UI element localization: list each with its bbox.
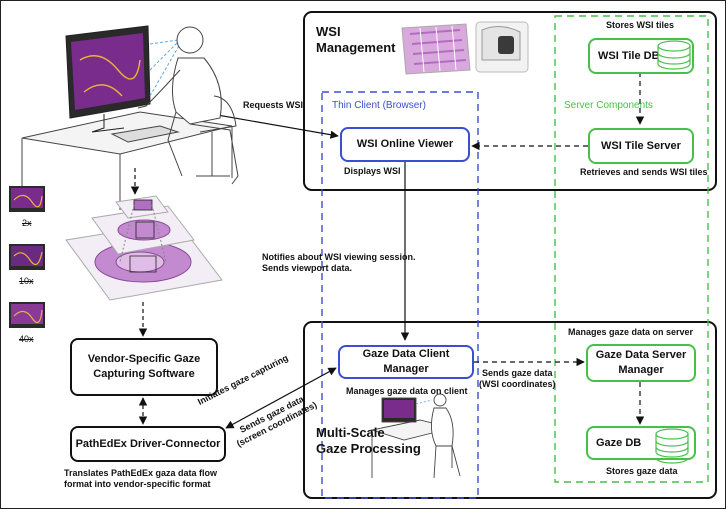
gaze-server-manager-box: Gaze Data Server Manager: [586, 344, 696, 382]
server-components-region: [554, 15, 709, 483]
requests-wsi-label: Requests WSI: [243, 100, 304, 110]
gaze-server-manager-label: Gaze Data Server Manager: [595, 349, 687, 376]
zoom-label-40x: 40x: [19, 334, 34, 344]
gaze-db-label: Gaze DB: [596, 436, 642, 449]
wsi-management-title: WSI Management: [316, 24, 396, 55]
displays-wsi-label: Displays WSI: [344, 166, 401, 176]
slide-pyramid-illustration: [65, 195, 223, 301]
notifies-label: Notifies about WSI viewing session. Send…: [262, 252, 416, 274]
stores-gaze-label: Stores gaze data: [606, 466, 678, 476]
manages-server-label: Manages gaze data on server: [568, 327, 694, 337]
gaze-client-manager-box: Gaze Data Client Manager: [338, 345, 474, 379]
sends-gaze-wsi-label: Sends gaze data (WSI coordinates): [479, 368, 556, 390]
wsi-tile-server-box: WSI Tile Server: [588, 128, 694, 164]
stores-wsi-tiles-label: Stores WSI tiles: [606, 20, 675, 30]
server-components-label: Server Components: [564, 100, 653, 111]
zoom-label-2x: 2x: [22, 218, 32, 228]
vendor-software-box: Vendor-Specific Gaze Capturing Software: [70, 338, 218, 396]
workstation-illustration: [21, 25, 239, 210]
driver-connector-label: PathEdEx Driver-Connector: [75, 437, 221, 450]
zoom-label-10x: 10x: [19, 276, 34, 286]
wsi-tile-db-label: WSI Tile DB: [598, 49, 660, 62]
requests-wsi-arrow: [199, 111, 339, 139]
vendor-software-label: Vendor-Specific Gaze Capturing Software: [87, 353, 201, 380]
wsi-scanner-illustration: [401, 21, 529, 75]
wsi-online-viewer-box: WSI Online Viewer: [340, 127, 470, 162]
driver-connector-box: PathEdEx Driver-Connector: [70, 426, 226, 462]
thin-client-label: Thin Client (Browser): [332, 100, 426, 111]
gaze-db-box: Gaze DB: [586, 426, 696, 460]
wsi-tile-db-box: WSI Tile DB: [588, 38, 694, 74]
translates-label: Translates PathEdEx gaza data flow forma…: [64, 468, 218, 490]
thin-client-region: [321, 91, 479, 499]
gaze-processing-title: Multi-Scale Gaze Processing: [316, 425, 421, 456]
driver-client-bidirectional-arrow: [225, 367, 337, 429]
gaze-client-manager-label: Gaze Data Client Manager: [362, 348, 450, 375]
wsi-management-section: [303, 11, 717, 191]
wsi-tile-server-label: WSI Tile Server: [601, 139, 681, 152]
wsi-online-viewer-label: WSI Online Viewer: [356, 138, 454, 151]
retrieves-sends-label: Retrieves and sends WSI tiles: [580, 167, 708, 177]
manages-client-label: Manages gaze data on client: [346, 386, 468, 396]
gaze-person-illustration: [370, 393, 461, 479]
zoom-thumbnails: [9, 186, 45, 328]
